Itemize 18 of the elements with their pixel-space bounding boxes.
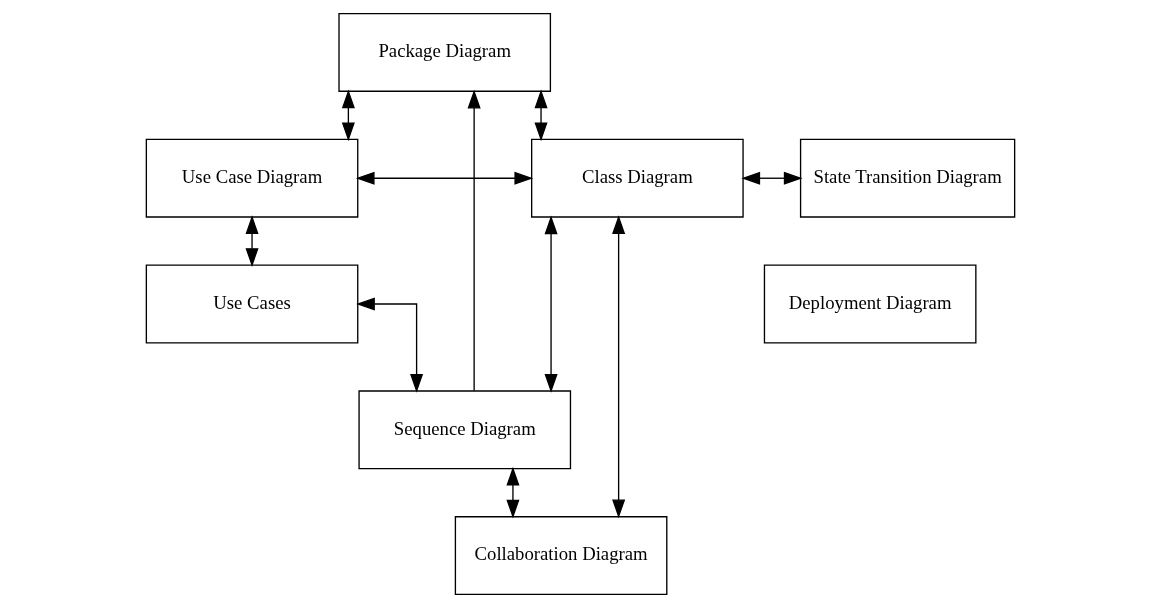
arrow bbox=[356, 297, 424, 393]
arrow bbox=[506, 466, 520, 519]
node-box: Collaboration Diagram bbox=[454, 516, 668, 595]
arrow bbox=[245, 215, 259, 267]
node-box: Use Cases bbox=[145, 264, 359, 344]
node-box: Sequence Diagram bbox=[358, 390, 572, 470]
arrow bbox=[534, 89, 548, 142]
node-box: Use Case Diagram bbox=[145, 138, 359, 218]
arrow bbox=[612, 215, 626, 519]
arrow bbox=[544, 215, 558, 393]
node-box: Class Diagram bbox=[531, 138, 744, 218]
arrow bbox=[341, 89, 355, 142]
node-box: Package Diagram bbox=[338, 13, 552, 92]
arrow bbox=[741, 171, 803, 185]
node-box: Deployment Diagram bbox=[763, 264, 977, 344]
node-box: State Transition Diagram bbox=[799, 138, 1016, 218]
arrow bbox=[355, 171, 534, 185]
arrow bbox=[467, 89, 481, 392]
